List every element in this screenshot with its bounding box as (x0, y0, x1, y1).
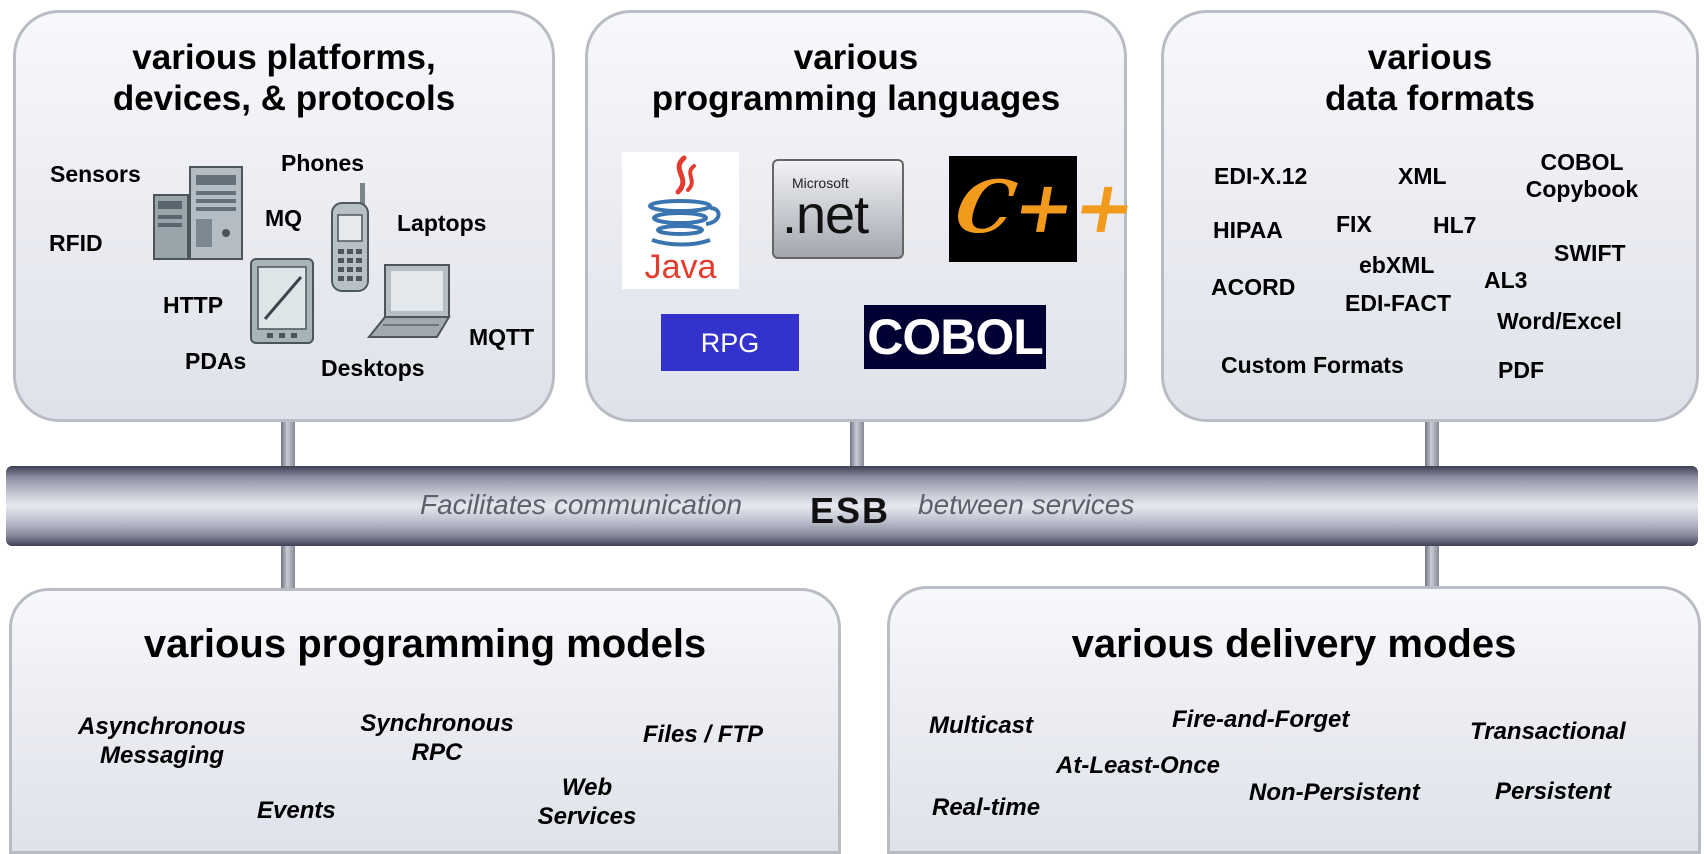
format-swift: SWIFT (1554, 240, 1626, 266)
laptop-icon (366, 264, 451, 338)
format-edi-x12: EDI-X.12 (1214, 163, 1308, 189)
esb-bus-pipe (6, 466, 1698, 546)
delivery-at-least-once: At-Least-Once (1056, 752, 1221, 779)
cobol-text: COBOL (867, 309, 1044, 365)
label-sensors: Sensors (50, 161, 141, 187)
label-mq: MQ (265, 205, 303, 231)
label-pdas: PDAs (185, 348, 247, 374)
format-al3: AL3 (1484, 267, 1528, 293)
panel-delivery: various delivery modes Multicast Fire-an… (887, 586, 1701, 854)
model-files-ftp: Files / FTP (643, 721, 764, 748)
label-rfid: RFID (49, 230, 103, 256)
panel-languages: various programming languages Java Micro… (585, 10, 1143, 422)
model-web-line2: Services (537, 803, 637, 830)
delivery-fire-and-forget: Fire-and-Forget (1172, 706, 1350, 733)
delivery-multicast: Multicast (929, 712, 1034, 739)
format-hl7: HL7 (1433, 212, 1477, 238)
format-ebxml: ebXML (1359, 252, 1435, 278)
delivery-title: various delivery modes (1071, 622, 1517, 666)
model-web-services: Web Services (522, 773, 652, 831)
model-sync-line2: RPC (411, 739, 463, 766)
formats-title: various data formats (1164, 37, 1696, 119)
connector-formats-top (1425, 420, 1439, 472)
format-cobol-copybook-line1: COBOL (1540, 149, 1624, 175)
label-http: HTTP (163, 292, 224, 318)
delivery-non-persistent: Non-Persistent (1249, 779, 1420, 806)
platforms-title-line1: various platforms, (132, 38, 436, 77)
platforms-title: various platforms, devices, & protocols (16, 37, 552, 119)
java-logo-text: Java (622, 248, 739, 286)
cell-phone-icon (331, 183, 369, 292)
label-desktops: Desktops (321, 355, 425, 381)
connector-delivery-bottom (1425, 540, 1439, 590)
models-title: various programming models (143, 622, 707, 666)
label-phones: Phones (281, 150, 365, 176)
panel-formats: various data formats EDI-X.12 XML COBOL … (1161, 10, 1699, 422)
format-xml: XML (1398, 163, 1447, 189)
server-tower-icon (153, 166, 243, 260)
microsoft-text: Microsoft (792, 175, 849, 191)
cpp-text: C++ (949, 164, 1143, 249)
connector-models-bottom (281, 540, 295, 590)
dotnet-logo: Microsoft .net (772, 159, 904, 259)
rpg-logo: RPG (661, 314, 799, 371)
formats-title-line2: data formats (1324, 79, 1536, 118)
delivery-real-time: Real-time (932, 794, 1041, 821)
format-acord: ACORD (1211, 274, 1296, 300)
model-async-line2: Messaging (99, 742, 225, 769)
esb-label: ESB (810, 490, 891, 531)
format-pdf: PDF (1498, 357, 1544, 383)
java-logo: Java (622, 152, 739, 289)
model-events: Events (257, 797, 336, 824)
delivery-transactional: Transactional (1470, 718, 1626, 745)
format-hipaa: HIPAA (1213, 217, 1283, 243)
bus-text-right: between services (918, 489, 1135, 520)
label-mqtt: MQTT (469, 324, 535, 350)
format-edi-fact: EDI-FACT (1345, 290, 1452, 316)
bus-text-left: Facilitates communication (420, 489, 743, 520)
connector-platforms-top (281, 420, 295, 472)
format-fix: FIX (1336, 211, 1372, 237)
languages-title-line1: various (793, 38, 919, 77)
languages-title-line2: programming languages (651, 79, 1061, 118)
cpp-logo: C++ (949, 156, 1143, 262)
rpg-text: RPG (700, 327, 760, 358)
pda-icon (250, 258, 314, 344)
formats-title-line1: various (1367, 38, 1493, 77)
net-text: .net (782, 185, 869, 245)
format-custom-formats: Custom Formats (1221, 352, 1404, 378)
model-async-line1: Asynchronous (77, 713, 247, 740)
cobol-logo: COBOL (864, 305, 1046, 369)
model-sync-rpc: Synchronous RPC (337, 709, 537, 767)
delivery-persistent: Persistent (1495, 778, 1612, 805)
panel-models: various programming models Asynchronous … (9, 588, 841, 854)
languages-title: various programming languages (588, 37, 1124, 119)
model-async-messaging: Asynchronous Messaging (52, 712, 272, 770)
connector-languages-top (850, 420, 864, 472)
model-web-line1: Web (561, 774, 613, 801)
java-cup-icon (648, 155, 721, 247)
platforms-title-line2: devices, & protocols (112, 79, 456, 118)
java-text: Java (644, 248, 717, 286)
format-word-excel: Word/Excel (1497, 308, 1622, 334)
label-laptops: Laptops (397, 210, 487, 236)
format-cobol-copybook-line2: Copybook (1525, 176, 1639, 202)
format-cobol-copybook: COBOL Copybook (1512, 149, 1652, 203)
model-sync-line1: Synchronous (360, 710, 514, 737)
panel-platforms: various platforms, devices, & protocols … (13, 10, 555, 422)
